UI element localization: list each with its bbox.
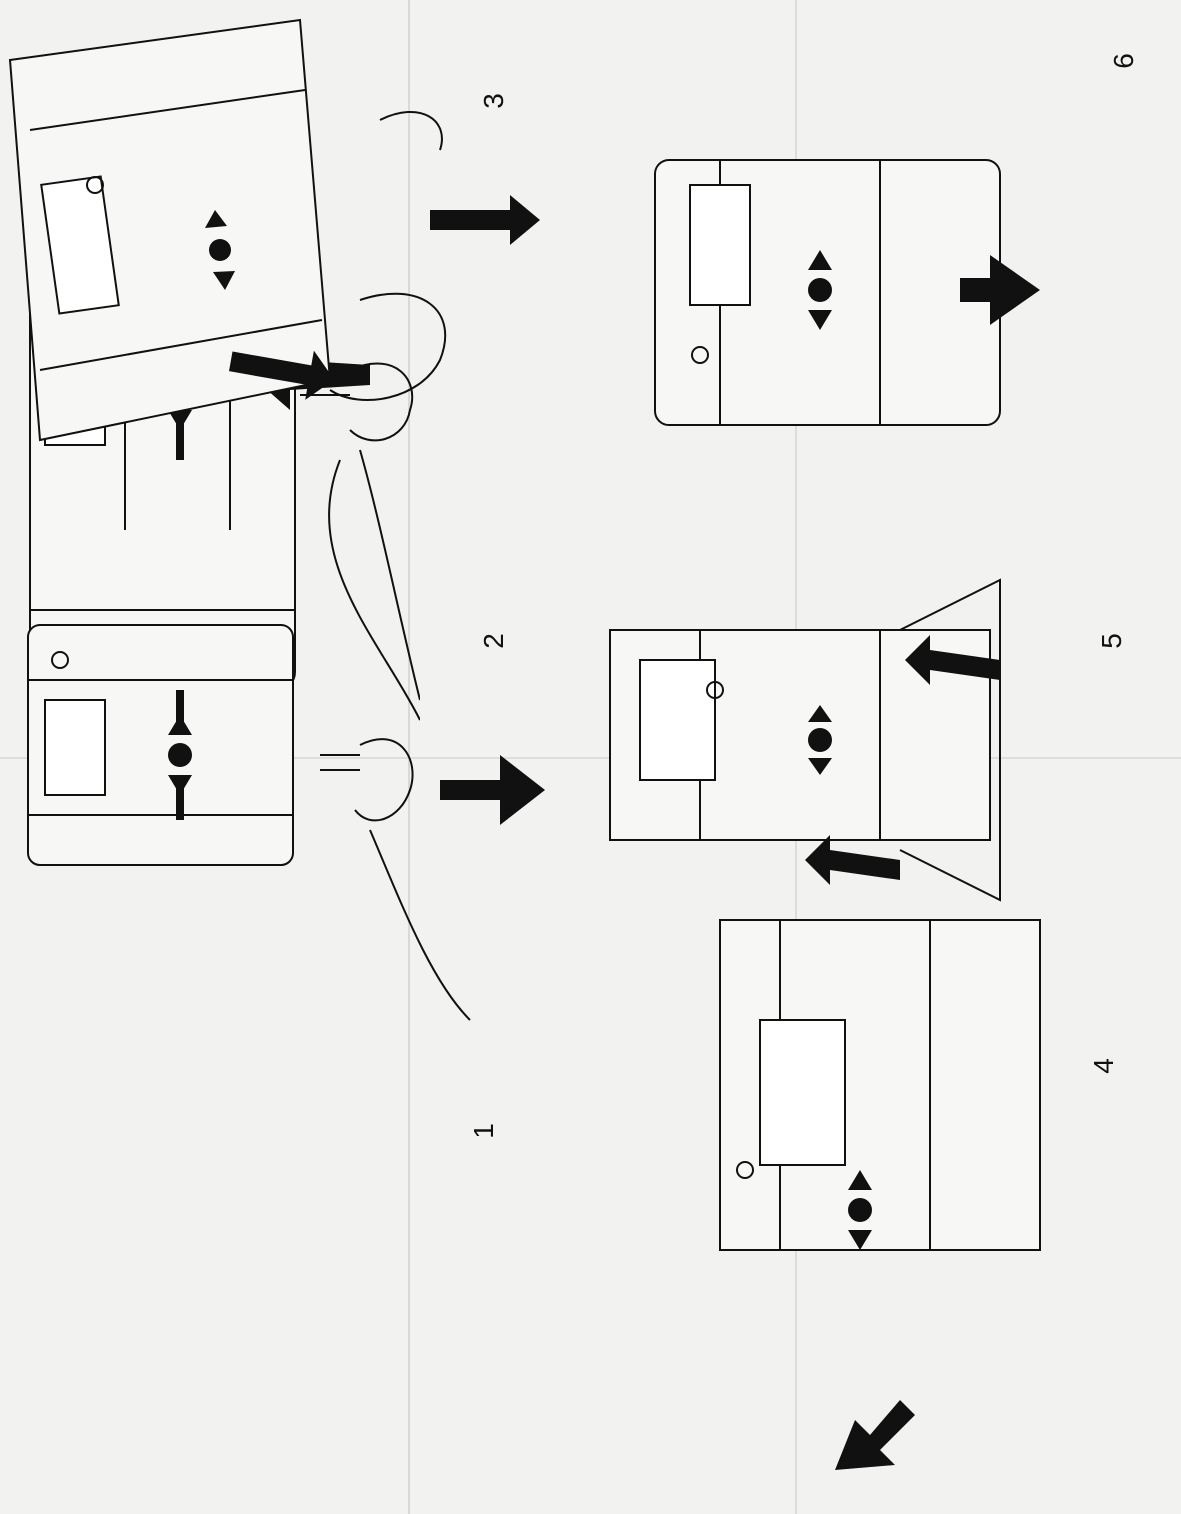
step-number: 5 [1096, 633, 1128, 649]
step-2-arrow [440, 755, 545, 825]
step-3-hands [330, 112, 445, 400]
step-number: 3 [478, 93, 510, 109]
step-4-arrow [835, 1400, 915, 1470]
step-number: 6 [1108, 53, 1140, 69]
step-4-device [720, 920, 1040, 1250]
step-number: 4 [1088, 1058, 1120, 1074]
step-2-device [28, 625, 293, 865]
step-number: 2 [478, 633, 510, 649]
step-5-device [610, 580, 1000, 900]
